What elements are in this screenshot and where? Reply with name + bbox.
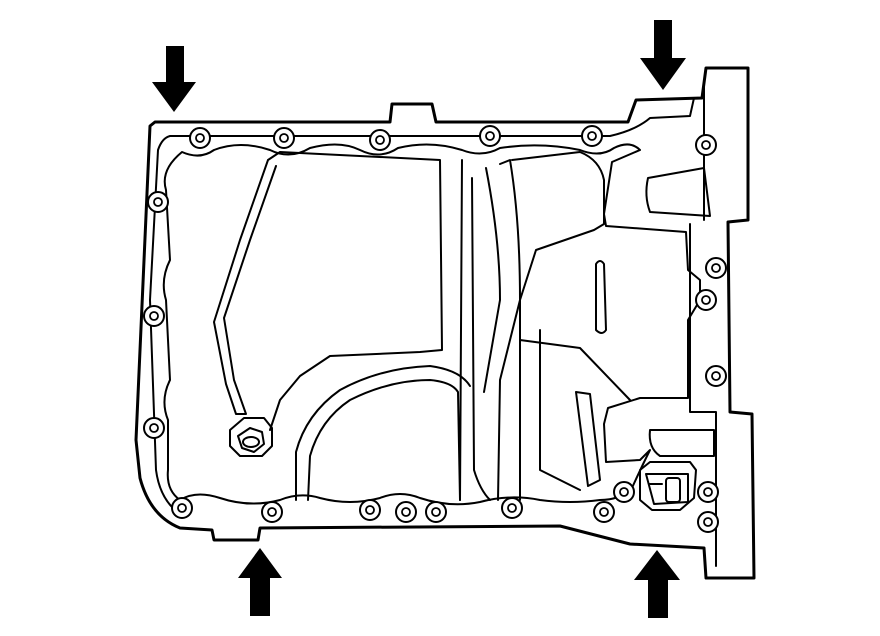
bolt-hole-boss	[695, 289, 717, 311]
bolt-hole-boss	[705, 365, 727, 387]
gasket-boundary	[162, 143, 701, 506]
bolt-hole	[701, 140, 711, 150]
bolt-hole	[619, 487, 629, 497]
bolt-hole	[507, 503, 517, 513]
bolt-hole-boss	[147, 191, 169, 213]
bolt-hole-boss	[695, 134, 717, 156]
arrow-bottom-right	[634, 550, 680, 618]
bolt-hole-boss	[697, 481, 719, 503]
bolt-hole	[485, 131, 495, 141]
bolt-holes	[143, 125, 727, 533]
bolt-hole-boss	[697, 511, 719, 533]
bolt-hole-boss	[273, 127, 295, 149]
bolt-hole-boss	[613, 481, 635, 503]
rib-left-diagonal	[213, 151, 443, 431]
arrow-bottom-left	[238, 548, 282, 616]
arrow-top-right	[640, 20, 686, 90]
bolt-hole-boss	[143, 417, 165, 439]
rib-right-vertical	[511, 151, 631, 501]
bolt-hole	[711, 371, 721, 381]
bolt-hole	[279, 133, 289, 143]
rib-center-arch	[295, 365, 471, 501]
bolt-hole-boss	[369, 129, 391, 151]
right-slot	[595, 260, 607, 334]
bolt-hole-boss	[171, 497, 193, 519]
bolt-hole-boss	[395, 501, 417, 523]
bolt-hole	[153, 197, 163, 207]
rib-center-vertical	[459, 159, 521, 501]
bolt-hole-boss	[501, 497, 523, 519]
bolt-hole-boss	[189, 127, 211, 149]
bolt-hole-boss	[425, 501, 447, 523]
bolt-hole-boss	[593, 501, 615, 523]
arrow-top-left	[152, 46, 196, 112]
lower-right-pocket	[648, 429, 715, 457]
bolt-hole	[195, 133, 205, 143]
bolt-hole	[401, 507, 411, 517]
bolt-hole	[599, 507, 609, 517]
bolt-hole-boss	[261, 501, 283, 523]
bolt-hole	[703, 517, 713, 527]
bolt-hole	[375, 135, 385, 145]
bolt-hole-boss	[479, 125, 501, 147]
bolt-hole	[177, 503, 187, 513]
bolt-hole	[703, 487, 713, 497]
bolt-hole	[711, 263, 721, 273]
bolt-hole	[267, 507, 277, 517]
bolt-hole	[365, 505, 375, 515]
bolt-hole	[149, 311, 159, 321]
bolt-hole	[149, 423, 159, 433]
bolt-hole	[701, 295, 711, 305]
bolt-hole-boss	[705, 257, 727, 279]
bolt-hole-boss	[581, 125, 603, 147]
pan-outer-outline	[134, 66, 756, 580]
bolt-hole	[587, 131, 597, 141]
bolt-hole	[431, 507, 441, 517]
drain-plug	[229, 417, 273, 457]
oil-sensor-boss	[639, 461, 697, 511]
bolt-hole-boss	[359, 499, 381, 521]
right-pocket	[645, 167, 711, 217]
bolt-hole-boss	[143, 305, 165, 327]
